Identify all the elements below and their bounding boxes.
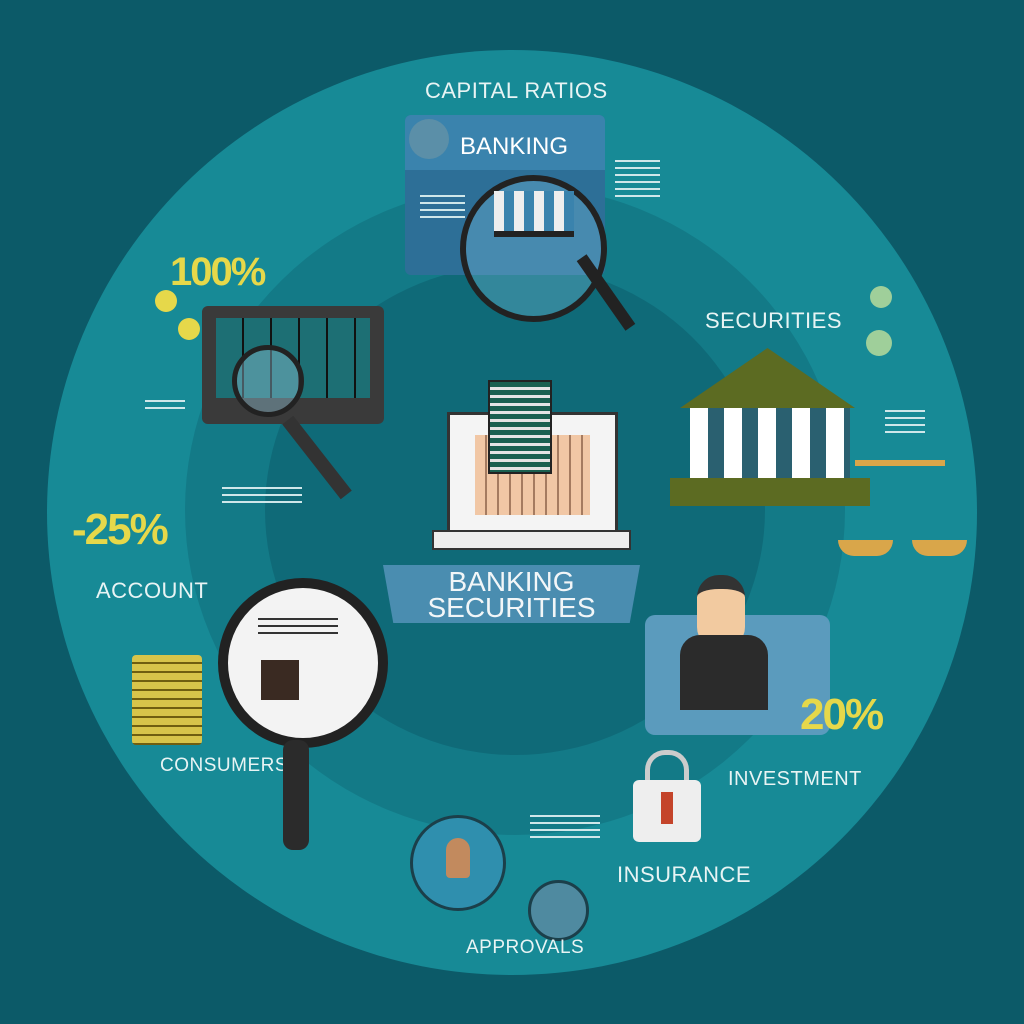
text-lines — [420, 190, 465, 223]
text-lines — [530, 810, 600, 843]
capital-ratios-label: CAPITAL RATIOS — [425, 78, 608, 103]
magnifier-icon — [232, 345, 304, 417]
consumers-label: CONSUMERS — [160, 755, 289, 776]
scales-icon — [855, 460, 945, 466]
banking-card-title: BANKING — [460, 133, 569, 160]
padlock-icon — [633, 780, 701, 842]
people-circle-icon — [410, 815, 506, 911]
magnifier-handle — [283, 740, 309, 850]
person-body — [680, 635, 768, 710]
dollar-coin-icon — [870, 286, 892, 308]
padlock-shackle — [645, 750, 689, 795]
text-lines — [885, 405, 925, 438]
insurance-label: INSURANCE — [617, 862, 752, 887]
scale-pan — [912, 540, 967, 556]
bank-building-icon — [690, 408, 850, 478]
magnifier-icon — [460, 175, 607, 322]
percent-minus-25: -25% — [72, 505, 169, 554]
scale-pan — [838, 540, 893, 556]
text-lines — [222, 482, 302, 508]
bank-building-base — [670, 478, 870, 506]
globe-icon — [528, 880, 589, 941]
securities-label: SECURITIES — [705, 308, 843, 333]
coin-icon — [155, 290, 177, 312]
laptop-base — [432, 530, 631, 550]
banner-line-2: SECURITIES — [427, 592, 596, 623]
center-banner: BANKING SECURITIES — [383, 565, 640, 623]
text-lines — [615, 155, 660, 202]
text-lines — [145, 395, 185, 414]
coin-icon — [178, 318, 200, 340]
percent-100: 100% — [170, 250, 266, 294]
account-label: ACCOUNT — [96, 578, 209, 603]
percent-20: 20% — [800, 690, 884, 739]
text-lines — [258, 613, 338, 639]
dollar-coin-icon — [866, 330, 892, 356]
banner-line-1: BANKING — [448, 566, 575, 597]
coin-stack-icon — [132, 655, 202, 745]
investment-label: INVESTMENT — [728, 768, 862, 790]
approvals-label: APPROVALS — [466, 937, 585, 958]
bank-logo-icon — [409, 119, 449, 159]
document-icon — [488, 380, 552, 474]
magnifier-document-icon — [218, 578, 388, 748]
